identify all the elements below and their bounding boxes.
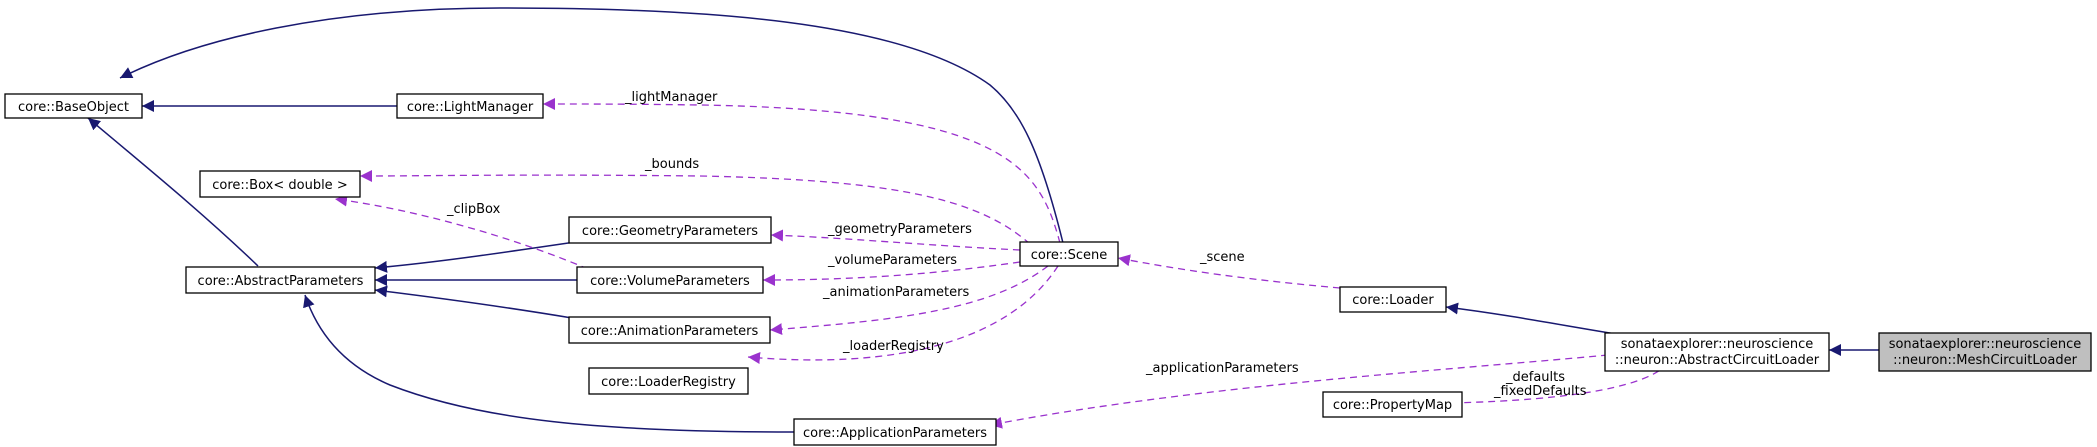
node-label-line-2: ::neuron::MeshCircuitLoader xyxy=(1893,353,2078,368)
node-label-line-2: ::neuron::AbstractCircuitLoader xyxy=(1615,353,1820,368)
edge-label-applicationparameters: _applicationParameters xyxy=(1145,361,1299,376)
node-label: core::BaseObject xyxy=(18,100,129,115)
node-core-lightmanager[interactable]: core::LightManager xyxy=(396,93,544,119)
node-core-volumeparameters[interactable]: core::VolumeParameters xyxy=(576,266,764,294)
node-label: core::Scene xyxy=(1031,248,1108,263)
node-label: core::LoaderRegistry xyxy=(601,375,736,390)
node-label-line-1: sonataexplorer::neuroscience xyxy=(1889,337,2082,352)
edge-label-clipbox: _clipBox xyxy=(446,202,501,217)
node-core-geometryparameters[interactable]: core::GeometryParameters xyxy=(568,216,772,244)
edge-usage-bounds xyxy=(359,169,1031,245)
node-core-scene[interactable]: core::Scene xyxy=(1019,241,1119,267)
edge-abstractcircuitloader-inherits-loader xyxy=(1445,302,1629,337)
node-core-box-double[interactable]: core::Box< double > xyxy=(199,170,361,198)
node-abstract-circuit-loader[interactable]: sonataexplorer::neuroscience ::neuron::A… xyxy=(1604,332,1830,372)
node-mesh-circuit-loader[interactable]: sonataexplorer::neuroscience ::neuron::M… xyxy=(1878,332,2092,372)
node-label-line-1: sonataexplorer::neuroscience xyxy=(1621,337,1814,352)
edge-label-bounds: _bounds xyxy=(644,157,699,172)
node-label: core::PropertyMap xyxy=(1333,398,1452,413)
edge-usage-geometryparameters xyxy=(770,229,1021,251)
node-core-baseobject[interactable]: core::BaseObject xyxy=(4,93,143,119)
node-label: core::Loader xyxy=(1352,293,1434,308)
edge-usage-lightmanager xyxy=(542,98,1061,244)
edge-scene-inherits-baseobject xyxy=(119,7,1064,244)
node-label: core::ApplicationParameters xyxy=(803,426,987,441)
edge-label-loaderregistry: _loaderRegistry xyxy=(842,339,944,354)
edge-abstractparameters-inherits-baseobject xyxy=(87,117,259,267)
node-label: core::AnimationParameters xyxy=(581,324,759,339)
node-core-applicationparameters[interactable]: core::ApplicationParameters xyxy=(793,418,997,446)
node-label: core::LightManager xyxy=(407,100,534,115)
node-core-animationparameters[interactable]: core::AnimationParameters xyxy=(568,316,771,344)
node-label: core::AbstractParameters xyxy=(198,274,364,289)
edge-label-fixeddefaults: _fixedDefaults xyxy=(1493,384,1587,399)
node-label: core::Box< double > xyxy=(212,178,347,193)
edge-usage-animationparameters xyxy=(769,265,1049,336)
edge-applicationparameters-inherits-abstractparameters xyxy=(303,294,795,433)
node-core-abstractparameters[interactable]: core::AbstractParameters xyxy=(185,266,376,294)
edge-usage-loaderregistry xyxy=(747,265,1059,364)
node-core-propertymap[interactable]: core::PropertyMap xyxy=(1322,391,1463,418)
node-core-loaderregistry[interactable]: core::LoaderRegistry xyxy=(588,367,749,395)
edge-usage-clipbox xyxy=(334,194,589,270)
edge-label-lightmanager: _lightManager xyxy=(624,90,718,105)
edge-label-scene: _scene xyxy=(1199,250,1245,265)
edge-label-volumeparameters: _volumeParameters xyxy=(827,253,957,268)
node-label: core::GeometryParameters xyxy=(582,224,758,239)
edge-label-defaults: _defaults xyxy=(1505,370,1565,385)
edge-label-animationparameters: _animationParameters xyxy=(822,285,969,300)
edge-animationparameters-inherits-abstractparameters xyxy=(374,285,573,319)
node-core-loader[interactable]: core::Loader xyxy=(1339,286,1447,313)
edge-label-geometryparameters: _geometryParameters xyxy=(827,222,972,237)
node-label: core::VolumeParameters xyxy=(590,274,750,289)
edge-usage-scene xyxy=(1117,254,1341,289)
edge-usage-applicationparameters xyxy=(989,354,1609,429)
edge-geometryparameters-inherits-abstractparameters xyxy=(374,240,583,273)
